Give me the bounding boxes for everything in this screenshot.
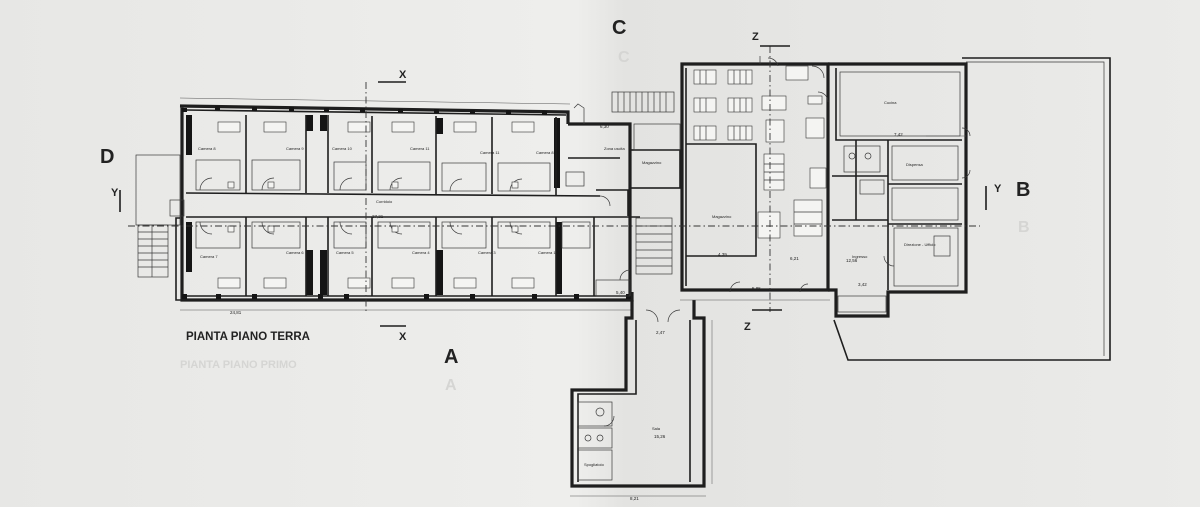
svg-text:A: A bbox=[445, 377, 457, 394]
west-wing: Camera 8 Camera 9 Camera 10 Camera 11 Ca… bbox=[135, 97, 634, 311]
room-label: Camera 8 bbox=[198, 146, 216, 151]
facade-label-south: A bbox=[444, 346, 458, 368]
dimension: 2,47 bbox=[656, 330, 665, 335]
section-lines bbox=[119, 45, 987, 327]
room-label: Cucina bbox=[884, 100, 897, 105]
room-label: Camera 7 bbox=[200, 254, 218, 259]
room-label: Camera 10 bbox=[332, 146, 353, 151]
room-label: Direzione - Ufficio bbox=[904, 242, 936, 247]
svg-text:C: C bbox=[618, 49, 630, 66]
dimension: 5,85 bbox=[752, 286, 761, 291]
room-label: Magazzino bbox=[642, 160, 662, 165]
central-node: Zona uscita Magazzino bbox=[565, 91, 681, 297]
room-label: Camera 11 bbox=[480, 150, 500, 155]
dimension: 27,21 bbox=[372, 214, 384, 219]
room-label: Camera 11 bbox=[410, 146, 430, 151]
east-block: Magazzino Cucina Dispensa Direzione - Uf… bbox=[680, 56, 1111, 361]
room-label: Camera 1 bbox=[538, 250, 556, 255]
dimension: 5,40 bbox=[616, 290, 625, 295]
ghost-title: PIANTA PIANO PRIMO bbox=[180, 359, 297, 371]
dimension: 24,81 bbox=[230, 310, 242, 315]
room-label: Camera 3 bbox=[478, 250, 496, 255]
room-label: Camera 6 bbox=[286, 250, 304, 255]
room-label: Camera 4 bbox=[412, 250, 430, 255]
facade-label-west: D bbox=[100, 146, 114, 168]
room-label: Camera 9 bbox=[286, 146, 304, 151]
room-label: Magazzino bbox=[712, 214, 732, 219]
dimension: 7,42 bbox=[894, 132, 903, 137]
section-mark-x-bottom: X bbox=[399, 331, 407, 343]
dimension: 6,21 bbox=[790, 256, 799, 261]
room-label: Camera 5 bbox=[336, 250, 354, 255]
section-mark-x-top: X bbox=[399, 69, 407, 81]
dimension: 8,21 bbox=[630, 496, 639, 501]
dimension: 12,56 bbox=[846, 258, 858, 263]
dimension: 4,39 bbox=[718, 252, 727, 257]
section-mark-z-top: Z bbox=[752, 31, 759, 43]
svg-text:B: B bbox=[1018, 219, 1030, 236]
room-label: Camera 8 bbox=[536, 150, 554, 155]
drawing-title: PIANTA PIANO TERRA bbox=[186, 331, 310, 343]
room-label: Ingresso bbox=[852, 254, 868, 259]
dimension: 15,26 bbox=[654, 434, 666, 439]
dimension: 6,30 bbox=[600, 124, 609, 129]
section-mark-y-left: Y bbox=[111, 187, 119, 199]
section-mark-y-right: Y bbox=[994, 183, 1002, 195]
room-label: Sala bbox=[652, 426, 661, 431]
room-label: Zona uscita bbox=[604, 146, 625, 151]
dimension: 3,42 bbox=[858, 282, 867, 287]
corridor-label: Corridoio bbox=[376, 199, 393, 204]
room-label: Spogliatoio bbox=[584, 462, 605, 467]
room-label: Dispensa bbox=[906, 162, 923, 167]
section-mark-z-bottom: Z bbox=[744, 321, 751, 333]
south-wing: Sala Spogliatoio bbox=[570, 300, 713, 497]
facade-label-north: C bbox=[612, 17, 626, 39]
facade-label-east: B bbox=[1016, 179, 1030, 201]
